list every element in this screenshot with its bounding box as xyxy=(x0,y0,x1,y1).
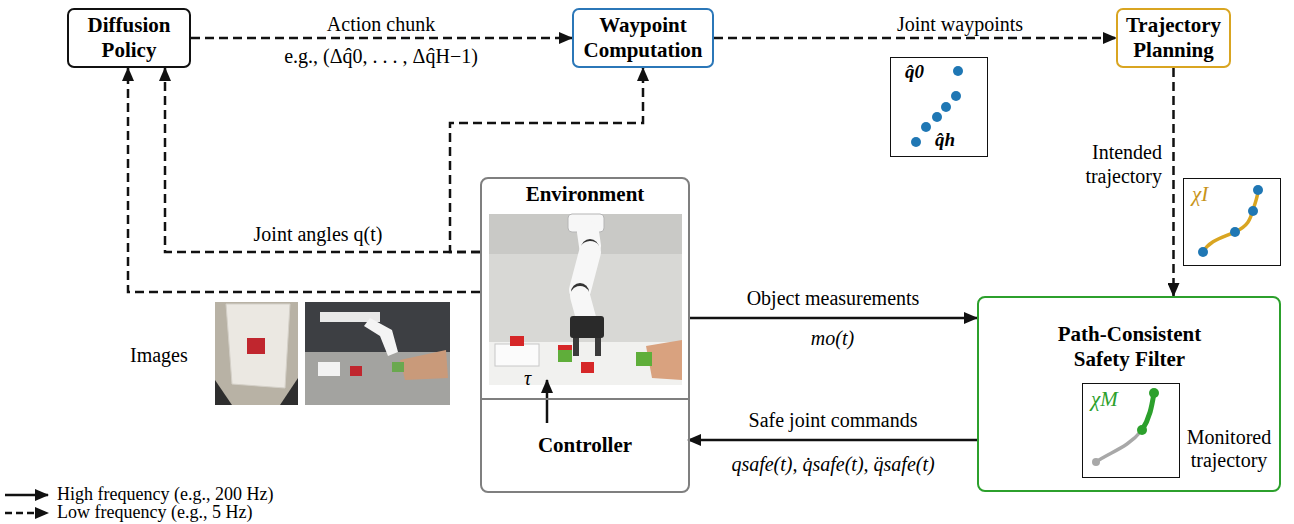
filter-box: Path-Consistent Safety FilterMonitored t… xyxy=(977,296,1281,492)
waypoint-dot xyxy=(1253,185,1263,195)
waypoint-dot xyxy=(1248,206,1258,216)
green-block xyxy=(392,362,404,372)
gripper-finger xyxy=(595,338,601,356)
waypoint-dot xyxy=(1198,247,1208,257)
photo-background xyxy=(489,214,682,385)
trajectory-curve xyxy=(1203,190,1258,252)
monitored-trajectory xyxy=(1142,393,1154,430)
red-block xyxy=(581,362,594,373)
waypoint-dot xyxy=(932,112,942,122)
connector xyxy=(688,439,977,442)
annotation: τ xyxy=(524,366,531,390)
node-title: q̂0 xyxy=(905,61,924,83)
annotation: Images xyxy=(130,343,188,367)
connector xyxy=(714,37,1116,40)
annotation: mo(t) xyxy=(811,326,854,350)
red-block xyxy=(510,336,524,346)
camera-image-wrist xyxy=(215,302,298,405)
gripper-body xyxy=(570,316,604,338)
node-title: Environment xyxy=(482,182,688,207)
annotation: e.g., (Δq̂0, . . . , Δq̂H−1) xyxy=(284,44,478,68)
edge-label: Intended trajectory xyxy=(1062,140,1162,188)
node-title: Trajectory Planning xyxy=(1123,13,1224,63)
green-block xyxy=(636,352,652,366)
waypoint-dot xyxy=(1230,227,1240,237)
monitored-trajectory-curve xyxy=(1092,388,1159,466)
connector xyxy=(128,68,480,292)
hand xyxy=(400,350,448,380)
robot-arm xyxy=(364,318,398,356)
connectors xyxy=(128,38,1174,440)
green-block xyxy=(558,350,572,362)
waypoint-dot xyxy=(951,91,961,101)
red-cube xyxy=(247,338,265,354)
storage-box xyxy=(495,344,539,366)
edge-label: Object measurements xyxy=(747,286,920,310)
gripper-finger xyxy=(215,380,232,405)
waypoint-dot xyxy=(921,122,931,132)
legend-text: Low frequency (e.g., 5 Hz) xyxy=(57,503,252,522)
connector xyxy=(165,68,480,252)
connector xyxy=(450,68,643,252)
controller-box: Controller xyxy=(482,398,688,491)
monitored-inset: χM xyxy=(1082,383,1180,478)
red-block xyxy=(350,366,362,376)
connector xyxy=(690,317,977,320)
legend-solid-sample xyxy=(5,494,48,497)
waypoint-dot xyxy=(941,102,951,112)
waypoint-inset: q̂0 q̂h xyxy=(890,57,988,157)
storage-box xyxy=(318,362,340,376)
torque-arrow xyxy=(546,380,549,423)
waypoint-dot xyxy=(953,66,963,76)
node-title: χM xyxy=(1091,387,1118,412)
trajectory-dot xyxy=(1092,458,1100,466)
policy-box: Diffusion Policy xyxy=(67,8,191,68)
red-block xyxy=(558,345,572,350)
process-box: Waypoint Computation xyxy=(572,8,714,68)
legend-dashed-sample xyxy=(5,512,48,515)
process-box: Trajectory Planning xyxy=(1116,8,1231,68)
node-title: Diffusion Policy xyxy=(74,13,184,63)
node-text: Monitored trajectory xyxy=(1181,426,1277,472)
node-title: χI xyxy=(1192,182,1208,207)
photo-background xyxy=(305,302,450,405)
edge-label: Joint angles q(t) xyxy=(254,222,383,246)
annotation: qsafe(t), q̇safe(t), q̈safe(t) xyxy=(731,452,934,476)
connector xyxy=(1172,68,1175,296)
trajectory-dot xyxy=(1137,425,1147,435)
robot-link xyxy=(580,296,586,318)
connector xyxy=(191,37,572,40)
edge-label: Action chunk xyxy=(327,12,435,36)
environment-box: EnvironmentController xyxy=(480,177,690,493)
past-trajectory xyxy=(1096,430,1142,462)
camera-image-scene xyxy=(305,302,450,405)
waypoint-dot xyxy=(911,137,921,147)
photo-background xyxy=(215,302,298,405)
container xyxy=(226,304,290,388)
robot-photo xyxy=(489,214,682,385)
gripper-finger xyxy=(280,378,298,405)
node-text: q̂h xyxy=(935,129,955,151)
legend-text: High frequency (e.g., 200 Hz) xyxy=(57,485,273,504)
edge-label: Safe joint commands xyxy=(749,408,918,432)
node-title: Path-Consistent Safety Filter xyxy=(1047,322,1212,372)
trajectory-dot xyxy=(1149,388,1159,398)
node-title: Waypoint Computation xyxy=(579,13,707,63)
trajectory-inset: χI xyxy=(1183,178,1281,266)
gripper-finger xyxy=(573,338,579,356)
edge-label: Joint waypoints xyxy=(897,12,1023,36)
node-title: Controller xyxy=(489,433,681,458)
